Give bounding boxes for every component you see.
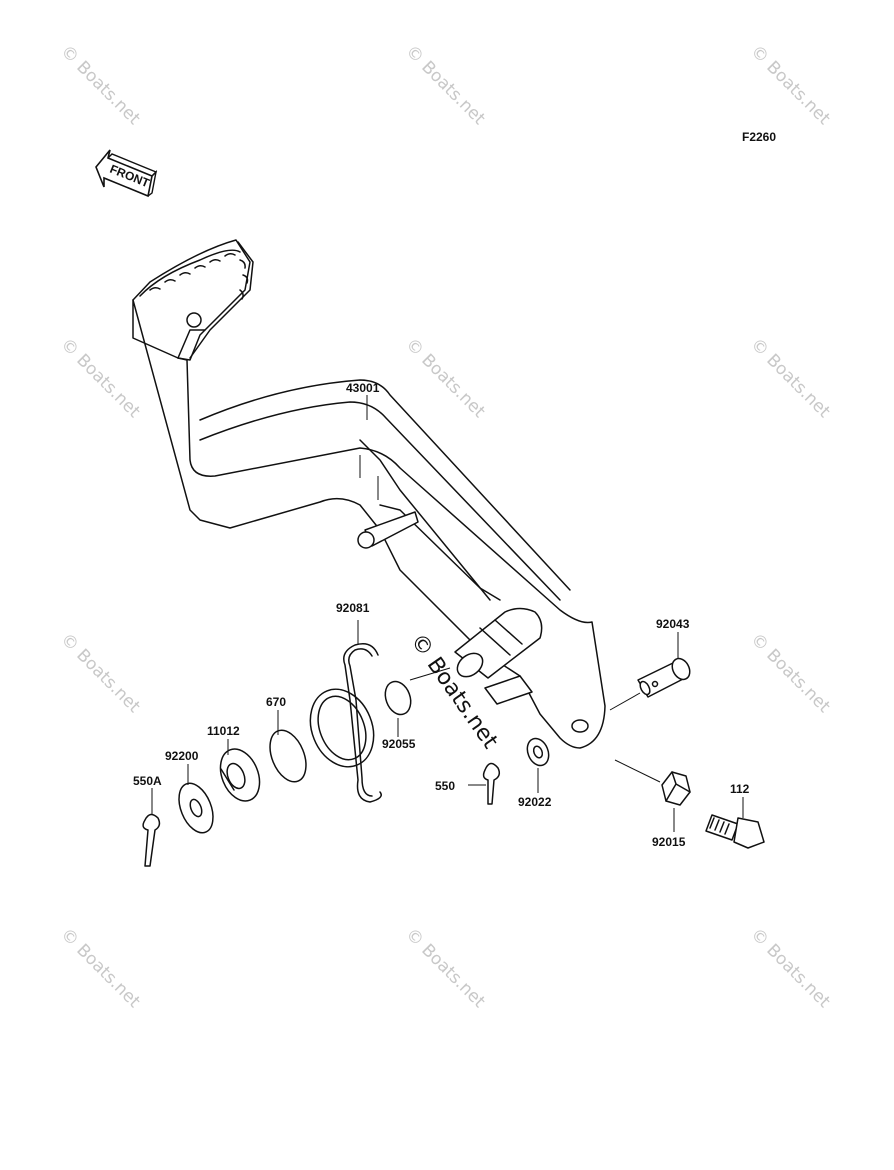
leader-lines (151, 395, 744, 832)
pin-92043 (609, 657, 691, 711)
nut-92015 (614, 759, 691, 806)
bolt-112 (705, 814, 765, 849)
watermark: © Boats.net (401, 924, 489, 1012)
o-ring-92055 (384, 680, 412, 716)
label-112: 112 (730, 782, 750, 796)
brake-pedal (132, 239, 606, 749)
label-92043: 92043 (656, 617, 690, 631)
collar-11012 (219, 748, 261, 802)
watermark: © Boats.net (56, 334, 144, 422)
o-ring-670 (269, 729, 307, 783)
watermark: © Boats.net (746, 41, 834, 129)
watermark: © Boats.net (746, 334, 834, 422)
watermark: © Boats.net (56, 41, 144, 129)
part-labels: 43001 92081 92043 670 11012 92200 550A 9… (133, 381, 750, 849)
cotter-pin-550A (142, 813, 161, 867)
label-92015: 92015 (652, 835, 686, 849)
label-92022: 92022 (518, 795, 552, 809)
watermark: © Boats.net (56, 924, 144, 1012)
label-550A: 550A (133, 774, 162, 788)
watermark: © Boats.net (401, 41, 489, 129)
label-550: 550 (435, 779, 455, 793)
spring-92081 (309, 643, 382, 803)
watermark: © Boats.net (56, 629, 144, 717)
watermark: © Boats.net (746, 924, 834, 1012)
label-670: 670 (266, 695, 286, 709)
figure-code: F2260 (742, 130, 776, 144)
label-11012: 11012 (207, 724, 240, 738)
label-92081: 92081 (336, 601, 370, 615)
label-43001: 43001 (346, 381, 380, 395)
cotter-pin-550 (482, 762, 501, 805)
front-arrow-icon: FRONT (95, 149, 158, 198)
watermark: © Boats.net (401, 334, 489, 422)
label-92200: 92200 (165, 749, 199, 763)
watermarks: © Boats.net © Boats.net © Boats.net © Bo… (56, 41, 834, 1012)
watermark: © Boats.net (746, 629, 834, 717)
washer-92200 (178, 782, 214, 834)
label-92055: 92055 (382, 737, 416, 751)
washer-92022 (526, 737, 550, 767)
